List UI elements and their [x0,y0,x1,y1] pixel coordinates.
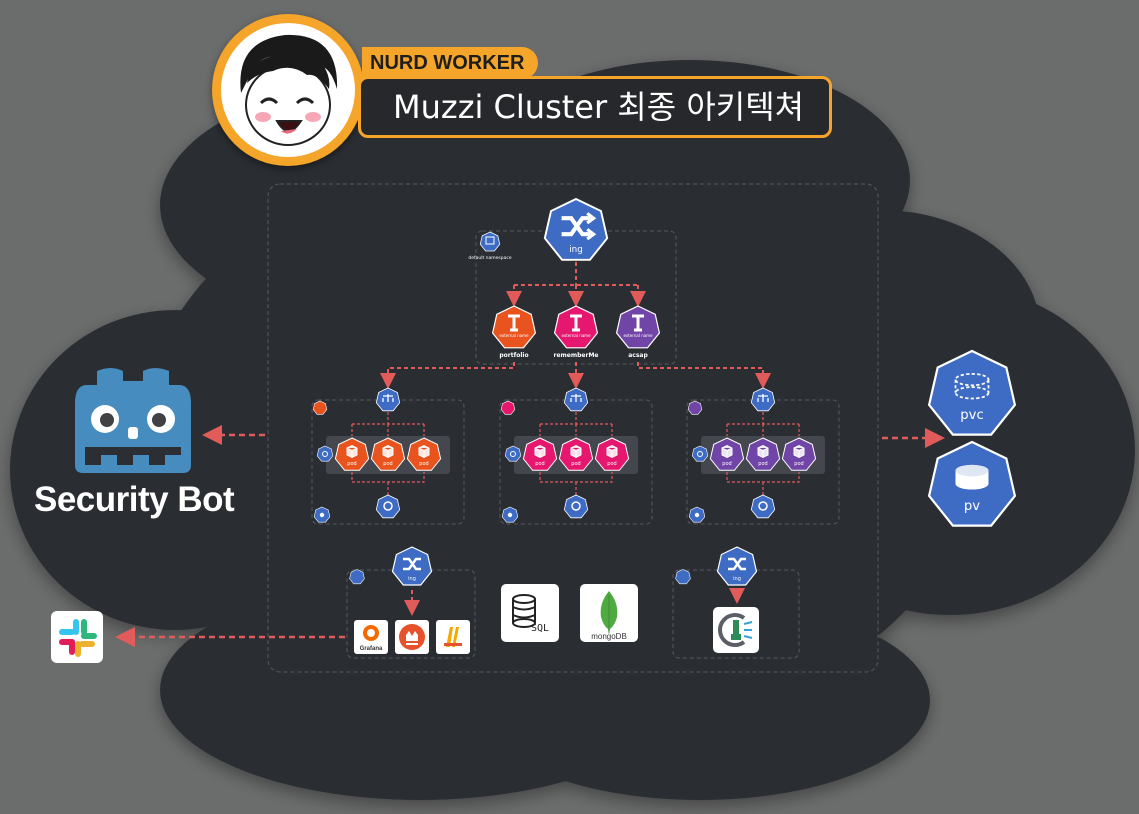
deployment-icon [563,494,589,519]
pod-label: pod [722,461,731,467]
pod-icon: pod [370,437,406,471]
pod-label: pod [535,461,544,467]
pod-icon: pod [781,437,817,471]
hpa-icon [316,445,334,462]
ingress-label: ing [569,245,583,255]
svc-icon [375,387,401,412]
pod-label: pod [383,461,392,467]
security-bot-label: Security Bot [34,480,235,519]
cluster-boundary [267,183,879,673]
security-bot-logo [75,368,191,473]
svc-icon [563,387,589,412]
svc-to-pod-arrows [351,412,425,436]
namespace-badge-icon [687,400,703,415]
deployment-icon [750,494,776,519]
pod-to-deploy-arrows [726,472,800,496]
pod-label: pod [794,461,803,467]
pod-icon: pod [334,437,370,471]
namespace-badge-icon [500,400,516,415]
sql-database-icon: SQL [501,584,559,642]
namespace-group-acsap: pod pod pod [686,387,840,525]
main-ingress-icon: ing [543,198,609,261]
pv-icon: pv [927,440,1017,527]
svc-to-pod-arrows [539,412,613,436]
service-name-label: rememberMe [554,352,599,359]
monitoring-ingress-label: ing [408,576,416,582]
badge-label: NURD WORKER [362,47,539,79]
deployment-icon [375,494,401,519]
pod-label: pod [347,461,356,467]
pod-icon: pod [745,437,781,471]
namespace-group-portfolio: pod pod pod [311,387,465,525]
namespace-icon: default namespace [468,231,512,261]
pod-icon: pod [558,437,594,471]
mongo-label: mongoDB [591,632,627,641]
proxy-ingress-icon: ing [716,546,758,586]
pvc-label: pvc [960,408,983,423]
page-title: Muzzi Cluster 최종 아키텍쳐 [358,76,832,138]
pod-label: pod [419,461,428,467]
service-name-label: acsap [628,352,648,359]
namespace-label: default namespace [468,255,511,261]
svc-to-pod-arrows [726,412,800,436]
service-portfolio-icon: external name portfolio [491,305,537,359]
pod-label: pod [607,461,616,467]
pod-label: pod [758,461,767,467]
pvc-icon: pvc [927,349,1017,436]
configmap-icon [501,506,519,523]
pod-icon: pod [522,437,558,471]
service-name-label: portfolio [499,352,528,359]
avatar-face-icon [240,34,338,146]
configmap-icon [688,506,706,523]
prometheus-icon [395,620,429,654]
header-badge: Muzzi Cluster 최종 아키텍쳐 NURD WORKER [212,14,852,174]
monitoring-ingress-icon: ing [391,546,433,586]
pod-to-deploy-arrows [351,472,425,496]
sql-label: SQL [531,623,549,634]
gateway-app-icon [713,607,759,653]
service-to-deployment-arrows [380,362,771,389]
pod-icon: pod [406,437,442,471]
hpa-icon [504,445,522,462]
slack-icon [51,611,103,663]
service-acsap-icon: external name acsap [615,305,661,359]
service-kind-label: external name [561,333,591,338]
namespace-badge-icon [312,400,328,415]
mongodb-icon: mongoDB [580,584,638,642]
grafana-label: Grafana [360,646,383,652]
service-rememberMe-icon: external name rememberMe [554,305,599,359]
hpa-icon [691,445,709,462]
ingress-to-service-arrows [506,262,646,307]
grafana-icon: Grafana [354,620,388,654]
pod-label: pod [571,461,580,467]
namespace-group-rememberMe: pod pod pod [499,387,653,525]
pod-icon: pod [709,437,745,471]
loki-icon [436,620,470,654]
service-kind-label: external name [499,333,529,338]
configmap-icon [313,506,331,523]
pod-to-deploy-arrows [539,472,613,496]
pod-icon: pod [594,437,630,471]
svc-icon [750,387,776,412]
service-kind-label: external name [623,333,653,338]
pv-label: pv [964,499,980,514]
proxy-ingress-label: ing [733,576,741,582]
avatar [212,14,364,166]
